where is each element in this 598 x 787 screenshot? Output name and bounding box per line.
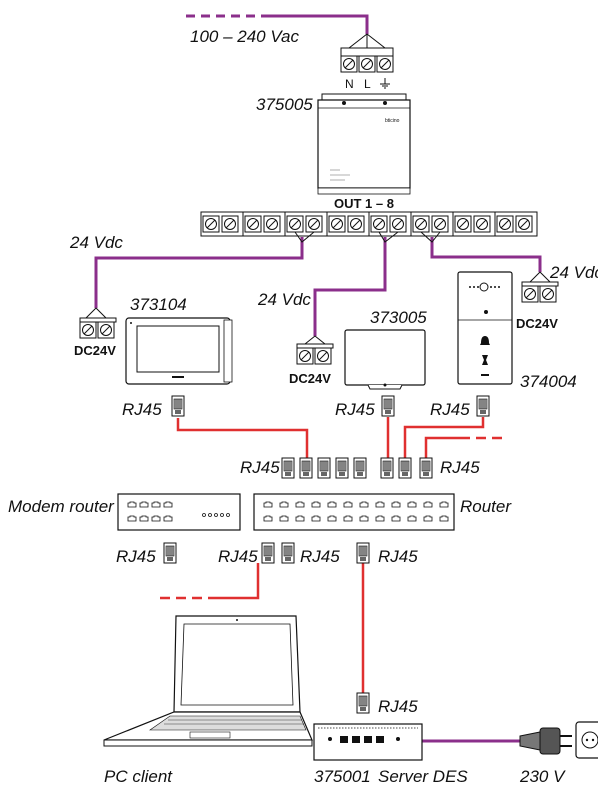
monitor-373104 <box>125 317 233 385</box>
terminal-l-label: L <box>364 77 371 91</box>
server-des-375001 <box>313 723 423 761</box>
dc24v-right-label: DC24V <box>516 316 558 331</box>
lan-extra <box>424 436 460 458</box>
modem-router-label: Modem router <box>8 497 115 516</box>
rj45-monitor2-label: RJ45 <box>335 400 375 419</box>
rj45-monitor1-label: RJ45 <box>122 400 162 419</box>
modem-router-device <box>117 493 241 531</box>
mains-wire <box>262 14 369 34</box>
monitor2-code-label: 373005 <box>370 308 427 327</box>
monitor1-code-label: 373104 <box>130 295 187 314</box>
power-wires <box>94 14 542 743</box>
mains-voltage-label: 100 – 240 Vac <box>190 27 300 46</box>
lan-wires <box>160 417 508 693</box>
ground-icon <box>380 78 390 89</box>
psu-out-wire-mid <box>313 237 387 336</box>
lan-entrance <box>403 417 485 458</box>
rj45-plug-modem-3 <box>281 542 295 564</box>
psu-out-wire-right <box>430 237 542 272</box>
rj45-router-down-label: RJ45 <box>378 547 418 566</box>
rj45-plug-router-down <box>356 542 370 564</box>
mains-terminal-block <box>340 47 394 73</box>
rj45-server-label: RJ45 <box>378 697 418 716</box>
dc24v-terminal-left <box>79 307 117 339</box>
rj45-switch-right-label: RJ45 <box>440 458 480 477</box>
router-label: Router <box>460 497 512 516</box>
out-wire-forks <box>294 231 441 243</box>
rj45-plug-monitor2 <box>381 395 395 417</box>
power-supply-375005 <box>317 93 411 195</box>
mains-junction <box>348 33 386 49</box>
entrance-code-label: 374004 <box>520 372 577 391</box>
rj45-modem-3-label: RJ45 <box>300 547 340 566</box>
dc24v-terminal-mid <box>296 335 334 365</box>
rj45-switch-left-label: RJ45 <box>240 458 280 477</box>
psu-code-label: 375005 <box>256 95 313 114</box>
server-code-label: 375001 <box>314 767 371 786</box>
monitor-373005 <box>344 329 426 390</box>
voltage-230-label: 230 V <box>519 767 566 786</box>
vdc-mid-label: 24 Vdc <box>257 290 311 309</box>
mains-plug <box>519 727 572 755</box>
lan-modem-dashed <box>160 563 260 600</box>
laptop-pc-client <box>103 615 313 747</box>
rj45-plug-modem-2 <box>261 542 275 564</box>
wall-socket <box>575 721 598 759</box>
lan-monitor1 <box>176 418 309 458</box>
vdc-right-label: 24 Vdc <box>549 263 598 282</box>
rj45-modem-2-label: RJ45 <box>218 547 258 566</box>
router-device <box>253 493 455 531</box>
rj45-modem-1-label: RJ45 <box>116 547 156 566</box>
rj45-plug-modem-1 <box>163 542 177 564</box>
rj45-plug-server <box>356 692 370 714</box>
rj45-plug-monitor1 <box>171 395 185 417</box>
vdc-left-label: 24 Vdc <box>69 233 123 252</box>
psu-out-wire-left <box>94 237 304 308</box>
rj45-entrance-label: RJ45 <box>430 400 470 419</box>
rj45-plug-entrance <box>476 395 490 417</box>
switch-plug-row <box>281 457 433 479</box>
out-label: OUT 1 – 8 <box>334 196 394 211</box>
terminal-n-label: N <box>345 77 354 91</box>
out-terminal-block <box>200 211 538 237</box>
dc24v-left-label: DC24V <box>74 343 116 358</box>
pc-client-label: PC client <box>104 767 173 786</box>
dc24v-mid-label: DC24V <box>289 371 331 386</box>
server-name-label: Server DES <box>378 767 468 786</box>
dc24v-terminal-right <box>521 271 559 303</box>
psu-brand-label: bticino <box>385 118 400 124</box>
entrance-panel-374004 <box>457 271 513 385</box>
